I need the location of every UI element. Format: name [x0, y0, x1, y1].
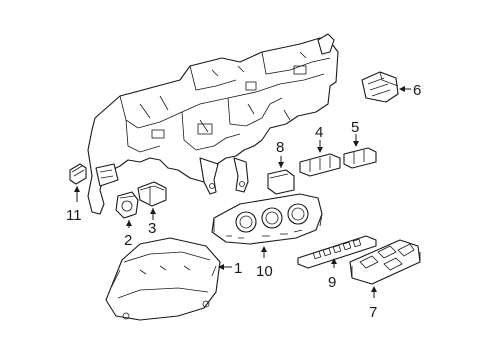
part-10-control-panel [211, 193, 323, 245]
part-2-switch [115, 191, 139, 219]
arrow-8 [278, 162, 284, 168]
arrow-7 [371, 286, 377, 292]
part-7-switch-cluster [349, 239, 421, 285]
callout-3: 3 [148, 220, 156, 237]
part-9-button-strip [297, 235, 377, 269]
arrow-3 [150, 208, 156, 214]
part-3-switch [137, 181, 167, 207]
callout-1: 1 [234, 260, 242, 277]
part-8-switch [267, 169, 295, 195]
callout-8: 8 [276, 139, 284, 156]
arrow-10 [261, 246, 267, 252]
arrow-9 [331, 258, 337, 264]
arrow-5 [353, 141, 359, 147]
part-4-switch [299, 153, 341, 177]
arrow-1 [218, 264, 224, 270]
arrow-4 [317, 147, 323, 153]
part-1-instrument-cluster [105, 237, 221, 321]
part-6-connector [361, 71, 399, 103]
callout-11: 11 [66, 207, 82, 224]
instrument-panel-frame [87, 33, 339, 215]
arrow-2 [126, 220, 132, 226]
callout-10: 10 [256, 263, 273, 280]
callout-7: 7 [369, 304, 377, 321]
part-5-switch [343, 147, 377, 169]
callout-9: 9 [328, 274, 336, 291]
callout-2: 2 [124, 232, 132, 249]
callout-4: 4 [315, 124, 323, 141]
arrow-6 [399, 86, 405, 92]
arrow-11 [74, 186, 80, 192]
callout-5: 5 [351, 119, 359, 136]
part-11-knob [69, 163, 87, 185]
callout-6: 6 [413, 82, 421, 99]
